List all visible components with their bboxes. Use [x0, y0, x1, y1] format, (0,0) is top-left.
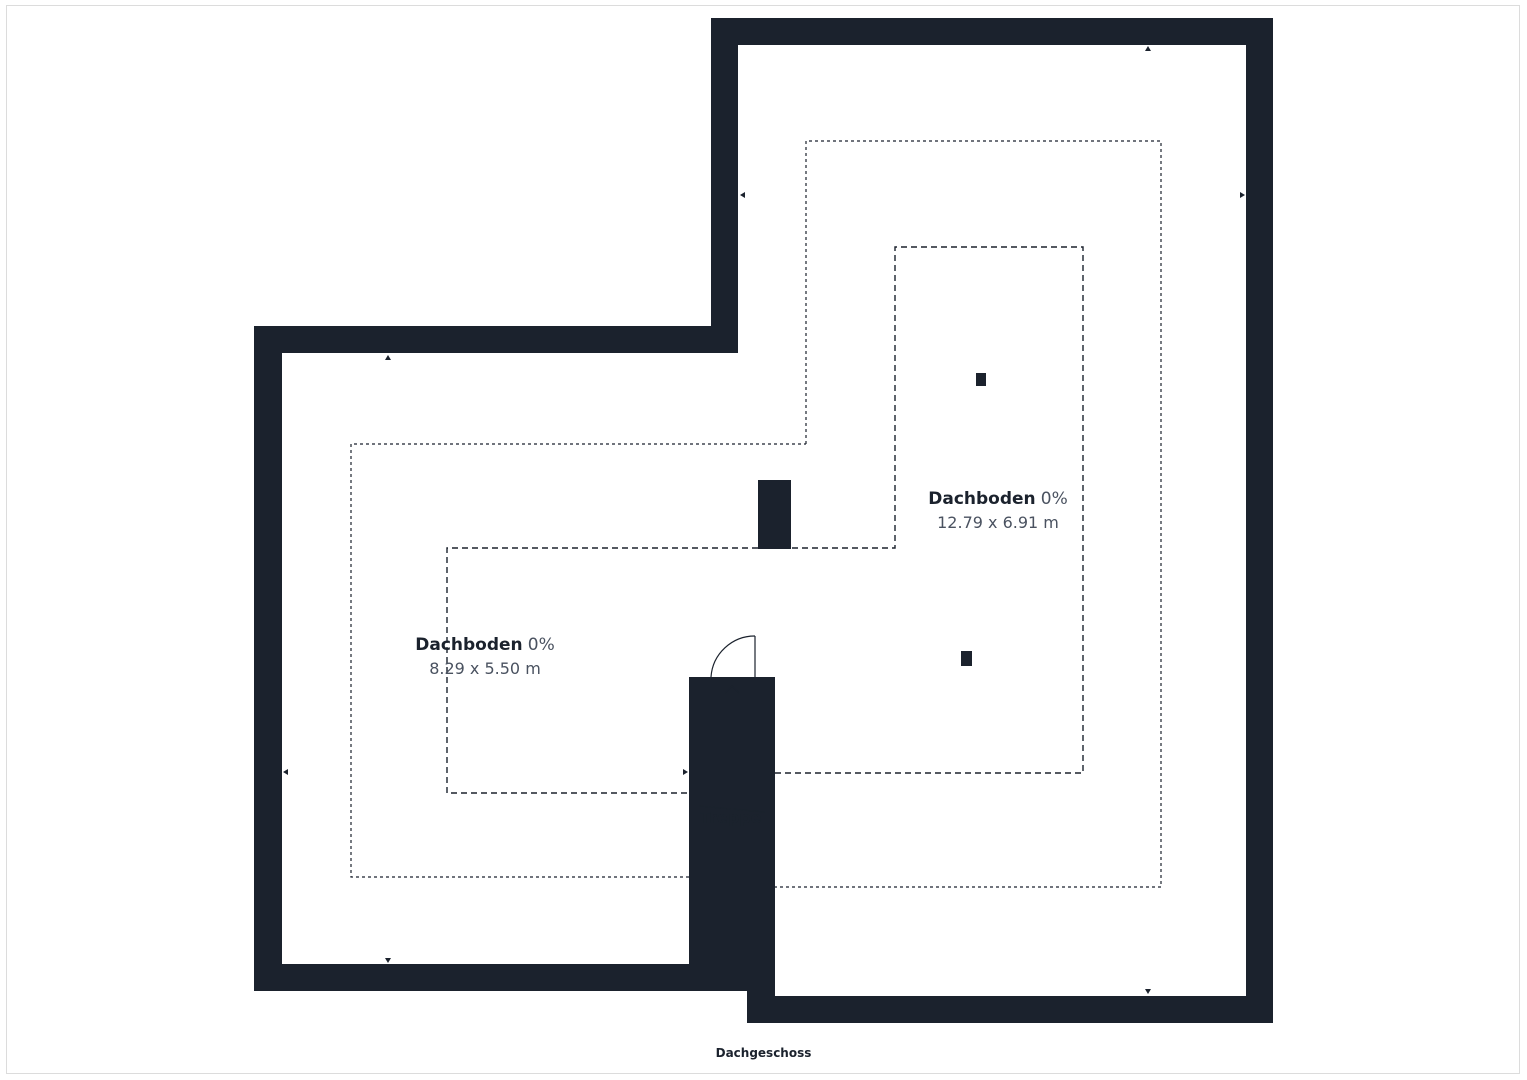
page-frame	[6, 5, 1520, 1074]
room-name: Dachboden	[928, 489, 1036, 509]
room-dimensions: 12.79 x 6.91 m	[937, 513, 1059, 532]
room-name: Dachboden	[415, 635, 523, 655]
chimney	[758, 480, 791, 549]
dimension-markers	[283, 46, 1245, 994]
door	[710, 635, 756, 678]
stair-wall-right	[765, 677, 775, 997]
stair-direction-arrow-icon	[724, 685, 740, 694]
room-label-dachboden-small: Dachboden 0% 8.29 x 5.50 m	[385, 633, 585, 681]
floor-name: Dachgeschoss	[715, 1046, 812, 1060]
stair-treads	[698, 690, 766, 813]
room-percent: 0%	[527, 635, 555, 655]
outer-walls	[254, 18, 1273, 1023]
pillar-lower	[961, 651, 972, 666]
pillar-upper	[976, 373, 986, 386]
dashed-line-inner	[446, 246, 1084, 794]
stair-label: Treppe	[700, 808, 762, 827]
room-dimensions: 8.29 x 5.50 m	[429, 659, 541, 678]
room-label-dachboden-large: Dachboden 0% 12.79 x 6.91 m	[898, 487, 1098, 535]
room-percent: 0%	[1040, 489, 1068, 509]
stair-top-cap-left	[689, 677, 699, 687]
stair-wall-left	[689, 677, 699, 964]
dashed-line-outer	[350, 140, 1162, 888]
